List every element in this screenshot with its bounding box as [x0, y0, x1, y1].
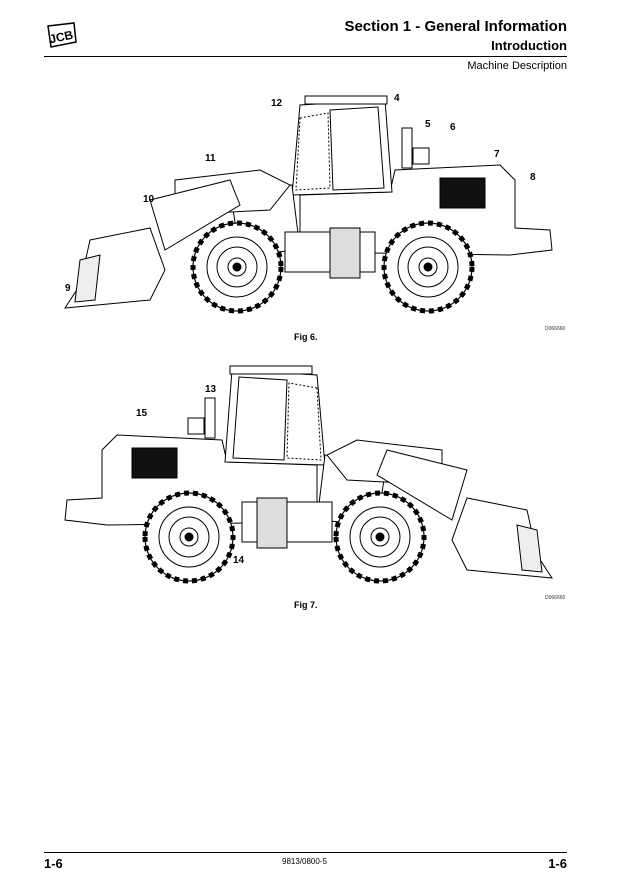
subsection-title: Introduction — [491, 38, 567, 53]
callout-15: 15 — [136, 408, 148, 419]
callout-10: 10 — [143, 194, 155, 205]
callout-12: 12 — [271, 98, 283, 109]
callout-11: 11 — [205, 153, 216, 164]
figure-caption: Fig 7. — [294, 600, 318, 610]
figure-7-loader-drawing — [0, 270, 617, 600]
callout-9: 9 — [65, 283, 71, 294]
callout-14: 14 — [233, 555, 245, 566]
topic-title: Machine Description — [467, 60, 567, 72]
section-title: Section 1 - General Information — [344, 18, 567, 35]
callout-13: 13 — [205, 384, 217, 395]
callout-4: 4 — [394, 93, 400, 104]
figure-caption: Fig 6. — [294, 332, 318, 342]
page-number-left: 1-6 — [44, 856, 63, 871]
footer-rule — [44, 852, 567, 853]
header-rule — [44, 56, 567, 57]
drawing-code: D066660 — [545, 595, 566, 601]
callout-7: 7 — [494, 149, 500, 160]
document-number: 9813/0800-5 — [282, 857, 327, 866]
jcb-logo: JCB — [44, 22, 78, 48]
callout-5: 5 — [425, 119, 431, 130]
page-number-right: 1-6 — [548, 856, 567, 871]
callout-8: 8 — [530, 172, 536, 183]
drawing-code: D066660 — [545, 326, 566, 332]
callout-6: 6 — [450, 122, 456, 133]
logo-text: JCB — [48, 28, 75, 47]
